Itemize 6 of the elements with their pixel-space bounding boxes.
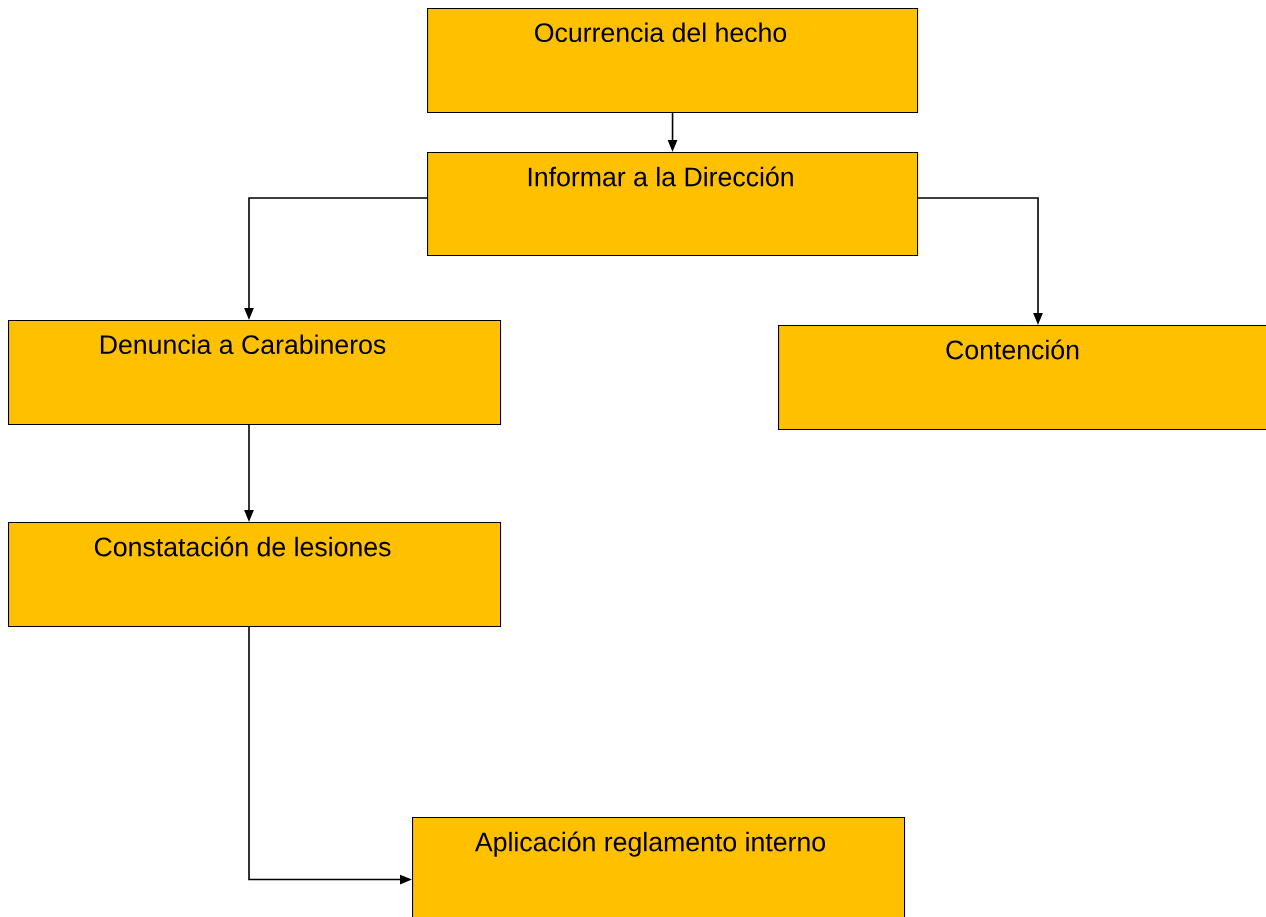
process-box: Constatación de lesiones (8, 522, 502, 628)
process-box: Ocurrencia del hecho (427, 8, 919, 114)
process-box: Contención (778, 325, 1266, 431)
process-box: Informar a la Dirección (427, 152, 919, 257)
process-box: Denuncia a Carabineros (8, 320, 502, 426)
process-box: Aplicación reglamento interno (412, 817, 906, 917)
